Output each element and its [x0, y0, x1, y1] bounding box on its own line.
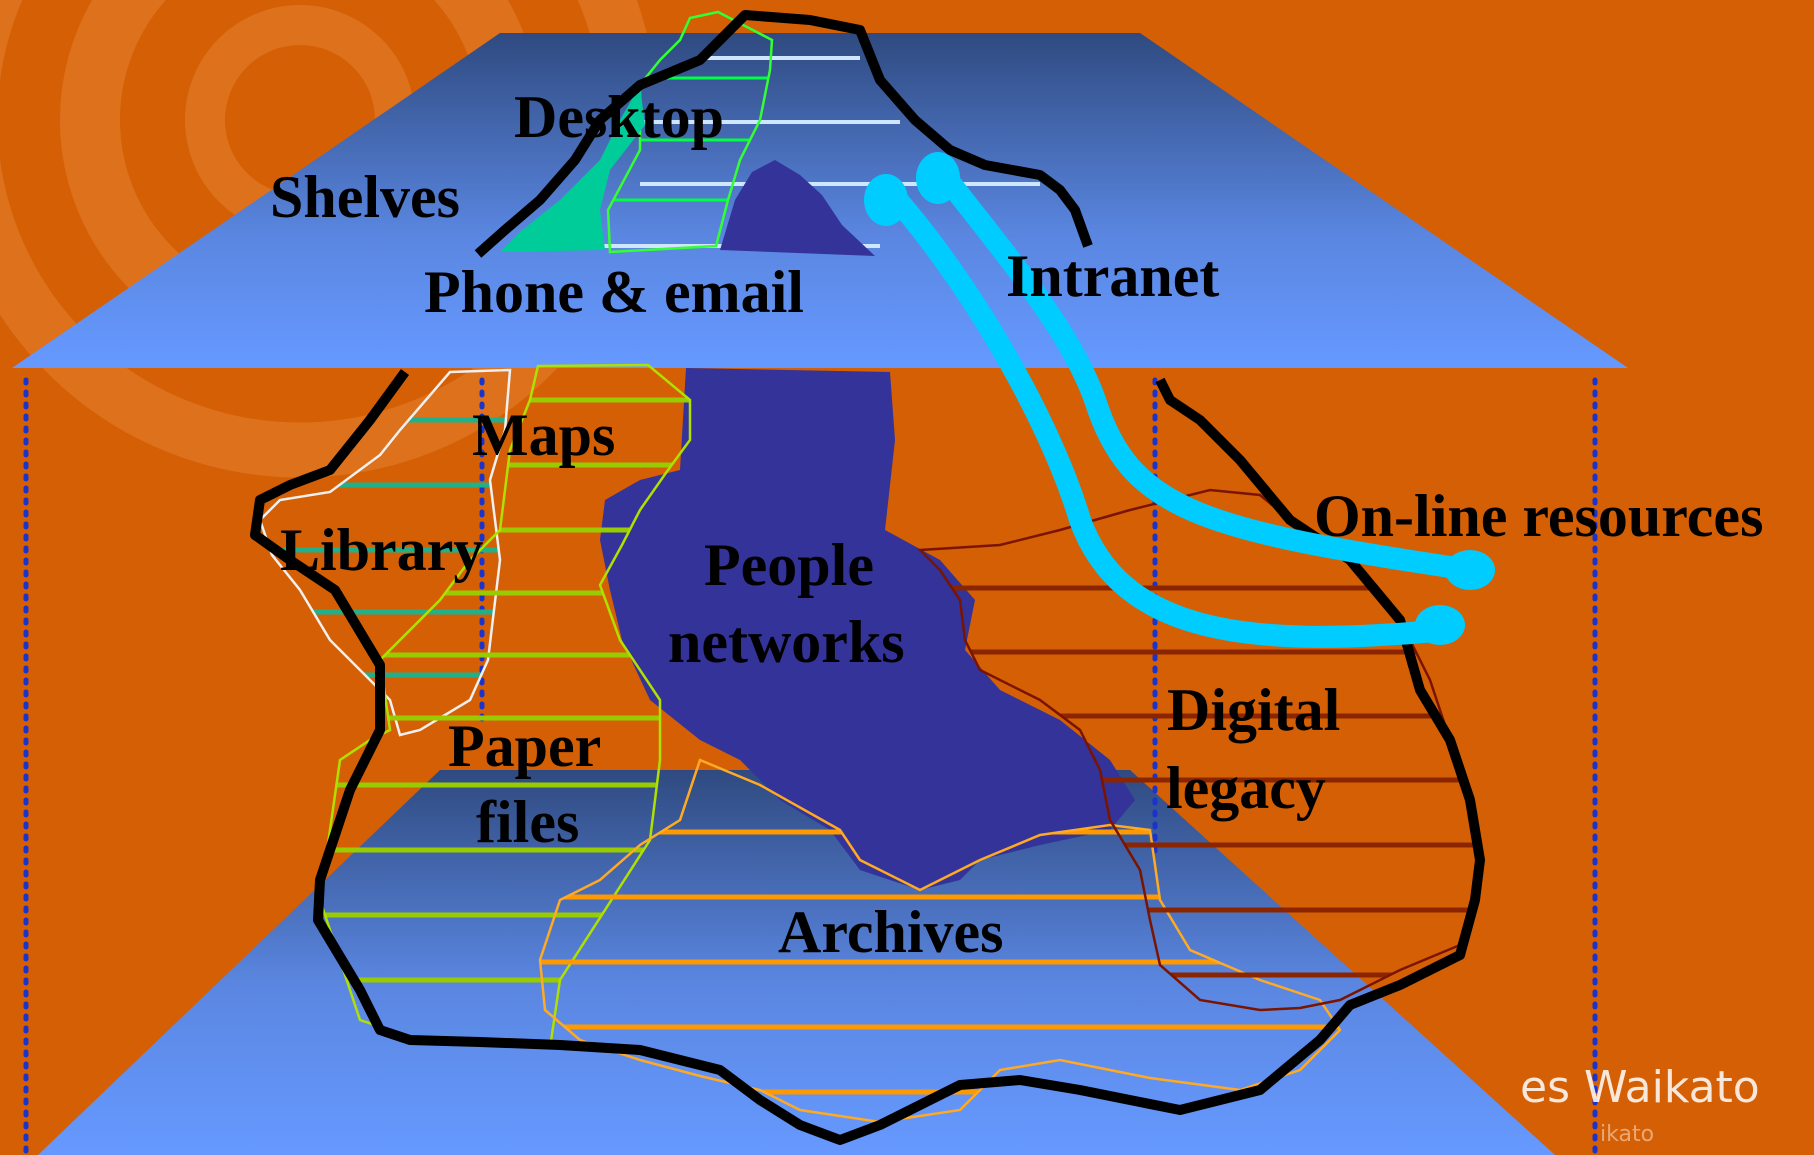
label-library: Library	[280, 517, 484, 583]
label-digital-legacy-1: Digital	[1167, 677, 1341, 743]
label-people-networks-2: networks	[668, 609, 905, 675]
library-region-outline	[258, 368, 512, 737]
label-people-networks-1: People	[704, 532, 874, 598]
branding-watermark: es Waikato	[1520, 1062, 1760, 1113]
personal-space-outline-top	[474, 10, 1093, 258]
shelves-region	[500, 85, 645, 252]
personal-space-outline-bottom	[250, 369, 1485, 1145]
label-paper-files-2: files	[476, 789, 580, 855]
people-networks-region	[600, 368, 1135, 890]
online-resources-endpoints	[864, 152, 1495, 645]
digital-legacy-region-outline	[917, 488, 1482, 1012]
label-archives: Archives	[778, 899, 1004, 965]
label-shelves: Shelves	[270, 164, 461, 230]
label-paper-files-1: Paper	[448, 713, 602, 779]
archives-region-outline	[538, 758, 1342, 1124]
branding-subtext: ikato	[1600, 1122, 1655, 1147]
phone-email-region	[720, 160, 875, 256]
desktop-region-outline	[606, 10, 774, 254]
online-resources-connectors	[874, 159, 1481, 648]
label-online-resources: On-line resources	[1314, 483, 1764, 549]
label-maps: Maps	[472, 402, 616, 468]
label-phone-email: Phone & email	[424, 259, 804, 325]
label-desktop: Desktop	[514, 84, 725, 150]
label-digital-legacy-2: legacy	[1166, 755, 1326, 821]
label-intranet: Intranet	[1006, 243, 1220, 309]
